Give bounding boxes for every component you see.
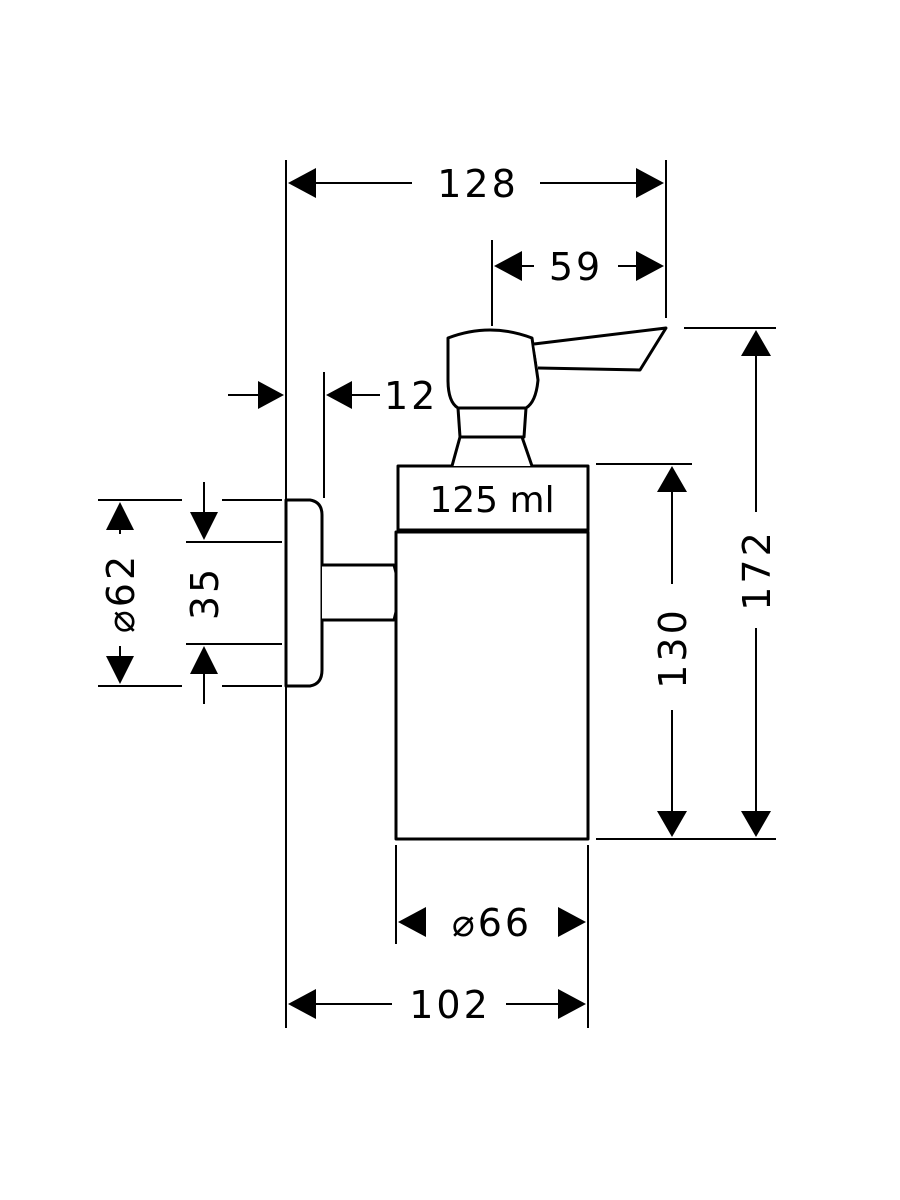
dimension-59: 59 <box>494 245 664 289</box>
dimension-172-label: 172 <box>735 529 779 611</box>
container-volume-label: 125 ml <box>429 480 554 521</box>
support-arm <box>322 563 400 622</box>
dimension-130: 130 <box>651 466 695 837</box>
dimension-diameter-66-label: ⌀66 <box>452 901 532 945</box>
dispenser-outline <box>284 326 668 841</box>
dimension-diameter-62: ⌀62 <box>99 502 143 684</box>
dimension-35: 35 <box>183 482 227 704</box>
pump-neck <box>456 406 528 439</box>
pump-collar <box>450 435 534 467</box>
pump-spout <box>533 326 668 372</box>
dimension-102: 102 <box>288 983 586 1027</box>
dimension-12: 12 <box>228 374 438 418</box>
dimension-102-label: 102 <box>409 983 491 1027</box>
pump-head <box>446 328 540 410</box>
wall-rosette <box>284 498 324 688</box>
dimension-130-label: 130 <box>651 607 695 689</box>
extension-lines <box>98 160 776 1028</box>
dimension-172: 172 <box>735 330 779 837</box>
dimension-128: 128 <box>288 162 664 206</box>
dimension-12-label: 12 <box>384 374 438 418</box>
dimension-diameter-66: ⌀66 <box>398 901 586 945</box>
dimension-35-label: 35 <box>183 566 227 620</box>
dimension-128-label: 128 <box>437 162 519 206</box>
dimension-59-label: 59 <box>549 245 603 289</box>
container-body <box>394 530 590 841</box>
dimension-diameter-62-label: ⌀62 <box>99 553 143 633</box>
